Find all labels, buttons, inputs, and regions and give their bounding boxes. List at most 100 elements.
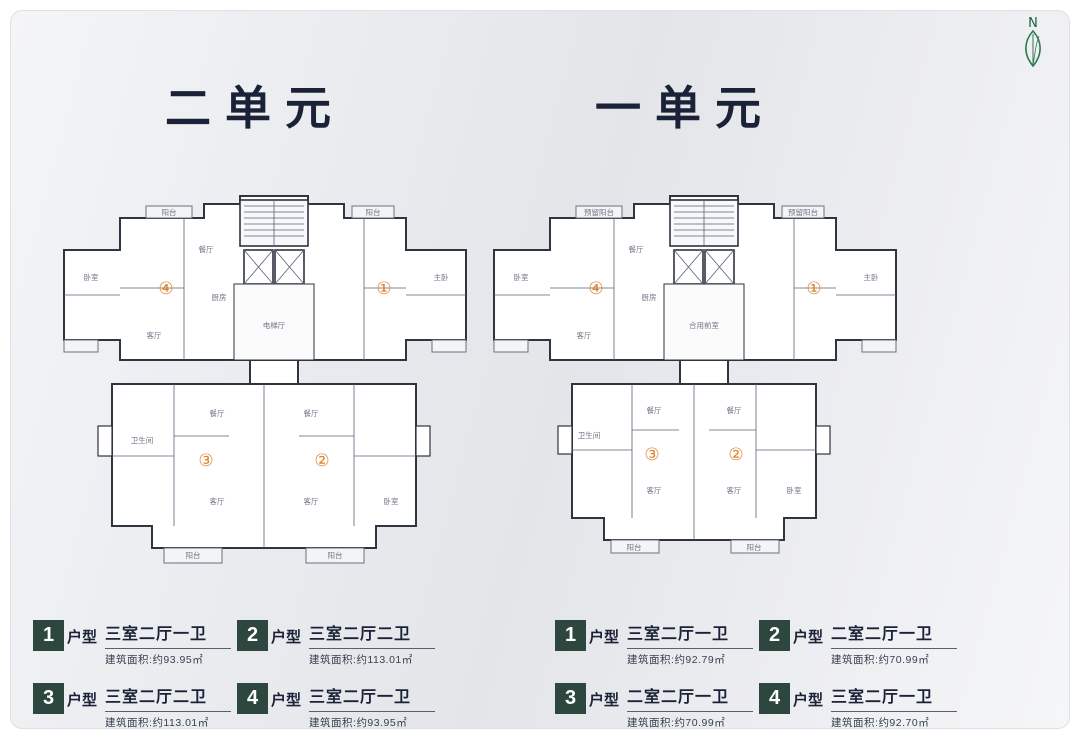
unit-mark: ③ [198, 451, 213, 471]
area-prefix: 建筑面积: [831, 717, 879, 729]
interior-walls [64, 200, 466, 548]
legend-item: 3 户型 二室二厅一卫 建筑面积:约70.99㎡ [555, 683, 753, 730]
area-value: 约113.01㎡ [152, 717, 209, 729]
room-label: 客厅 [147, 330, 162, 340]
unit-mark: ② [314, 451, 329, 471]
room-label: 卧室 [84, 272, 99, 282]
room-label: 客厅 [577, 330, 592, 340]
room-label: 阳台 [627, 542, 642, 552]
room-label: 阳台 [328, 550, 343, 560]
room-label: 预留阳台 [584, 207, 614, 217]
unit-type-label: 户型 [589, 629, 620, 646]
room-label: 主卧 [434, 272, 449, 282]
unit-type-label: 户型 [793, 629, 824, 646]
area-text: 建筑面积:约93.95㎡ [105, 652, 231, 667]
unit-type-label: 户型 [67, 629, 98, 646]
room-label: 主卧 [864, 272, 879, 282]
unit-type-label: 户型 [793, 692, 824, 709]
plan-sheet: 二单元 一单元 N [10, 10, 1070, 729]
room-label: 阳台 [747, 542, 762, 552]
unit-number-badge: 3 [555, 683, 586, 714]
room-label: 餐厅 [210, 409, 225, 418]
interior-walls [494, 200, 896, 540]
layout-name: 三室二厅一卫 [831, 683, 957, 712]
room-label: 合用前室 [689, 320, 719, 330]
area-prefix: 建筑面积: [309, 717, 357, 729]
room-label: 餐厅 [199, 245, 214, 254]
area-value: 约93.95㎡ [152, 654, 204, 666]
unit-mark: ④ [158, 279, 173, 299]
room-label: 餐厅 [727, 406, 742, 415]
unit-marks: ④ ① ③ ② [158, 279, 391, 471]
floor-plan-unit-2: ④ ① ③ ② 阳台 卧室 餐厅 客厅 厨房 主卧 电梯厅 卫生间 餐厅 客厅 … [63, 195, 467, 564]
layout-name: 二室二厅一卫 [831, 620, 957, 649]
unit-mark: ③ [644, 445, 659, 465]
legend-unit-2: 1 户型 三室二厅一卫 建筑面积:约93.95㎡ 2 户型 三室二厅二卫 建筑面… [33, 620, 437, 730]
unit-number-badge: 2 [759, 620, 790, 651]
room-label: 厨房 [642, 292, 657, 302]
unit-number-badge: 1 [555, 620, 586, 651]
legend-item: 4 户型 三室二厅一卫 建筑面积:约92.70㎡ [759, 683, 957, 730]
area-prefix: 建筑面积: [831, 654, 879, 666]
area-prefix: 建筑面积: [105, 717, 153, 729]
unit-number-badge: 1 [33, 620, 64, 651]
layout-name: 三室二厅一卫 [105, 620, 231, 649]
room-label: 卧室 [514, 272, 529, 282]
legend-item: 3 户型 三室二厅二卫 建筑面积:约113.01㎡ [33, 683, 231, 730]
room-label: 餐厅 [304, 409, 319, 418]
room-label: 阳台 [162, 207, 177, 217]
room-label: 客厅 [304, 496, 319, 506]
layout-name: 二室二厅一卫 [627, 683, 753, 712]
legend-unit-1: 1 户型 三室二厅一卫 建筑面积:约92.79㎡ 2 户型 二室二厅一卫 建筑面… [555, 620, 959, 730]
layout-name: 三室二厅二卫 [105, 683, 231, 712]
room-label: 卧室 [384, 496, 399, 506]
floor-plan-unit-1: ④ ① ③ ② 预留阳台 卧室 餐厅 客厅 厨房 主卧 合用前室 卫生间 餐厅 … [493, 195, 897, 554]
unit-mark: ④ [588, 279, 603, 299]
room-label: 卫生间 [131, 435, 154, 445]
layout-name: 三室二厅一卫 [309, 683, 435, 712]
compass-label: N [1028, 16, 1038, 31]
unit-mark: ① [376, 279, 391, 299]
layout-name: 三室二厅一卫 [627, 620, 753, 649]
area-text: 建筑面积:约113.01㎡ [309, 652, 435, 667]
area-value: 约70.99㎡ [674, 717, 726, 729]
area-value: 约92.70㎡ [878, 717, 930, 729]
area-prefix: 建筑面积: [105, 654, 153, 666]
legend-item: 2 户型 三室二厅二卫 建筑面积:约113.01㎡ [237, 620, 435, 667]
area-text: 建筑面积:约92.79㎡ [627, 652, 753, 667]
unit-number-badge: 3 [33, 683, 64, 714]
room-label: 电梯厅 [263, 320, 286, 330]
room-label: 阳台 [366, 207, 381, 217]
room-label: 客厅 [727, 485, 742, 495]
unit-mark: ② [728, 445, 743, 465]
room-label: 卫生间 [578, 430, 601, 440]
balconies [63, 205, 467, 564]
unit-type-label: 户型 [589, 692, 620, 709]
legend-item: 1 户型 三室二厅一卫 建筑面积:约93.95㎡ [33, 620, 231, 667]
legend-item: 1 户型 三室二厅一卫 建筑面积:约92.79㎡ [555, 620, 753, 667]
area-prefix: 建筑面积: [627, 654, 675, 666]
area-value: 约92.79㎡ [674, 654, 726, 666]
room-label: 阳台 [186, 550, 201, 560]
area-prefix: 建筑面积: [627, 717, 675, 729]
legend-item: 2 户型 二室二厅一卫 建筑面积:约70.99㎡ [759, 620, 957, 667]
unit-type-label: 户型 [271, 629, 302, 646]
room-label: 客厅 [210, 496, 225, 506]
layout-name: 三室二厅二卫 [309, 620, 435, 649]
unit-type-label: 户型 [67, 692, 98, 709]
room-labels: 阳台 卧室 餐厅 客厅 厨房 主卧 电梯厅 卫生间 餐厅 客厅 餐厅 客厅 阳台… [84, 207, 449, 560]
room-label: 预留阳台 [788, 207, 818, 217]
balconies [493, 205, 897, 554]
unit-number-badge: 4 [237, 683, 268, 714]
area-text: 建筑面积:约92.70㎡ [831, 715, 957, 730]
compass-north-icon: N [1025, 16, 1041, 68]
area-value: 约93.95㎡ [356, 717, 408, 729]
area-text: 建筑面积:约93.95㎡ [309, 715, 435, 730]
unit-number-badge: 4 [759, 683, 790, 714]
building-outline [493, 195, 897, 541]
legend-item: 4 户型 三室二厅一卫 建筑面积:约93.95㎡ [237, 683, 435, 730]
room-label: 客厅 [647, 485, 662, 495]
area-value: 约70.99㎡ [878, 654, 930, 666]
room-label: 厨房 [212, 292, 227, 302]
area-value: 约113.01㎡ [356, 654, 413, 666]
